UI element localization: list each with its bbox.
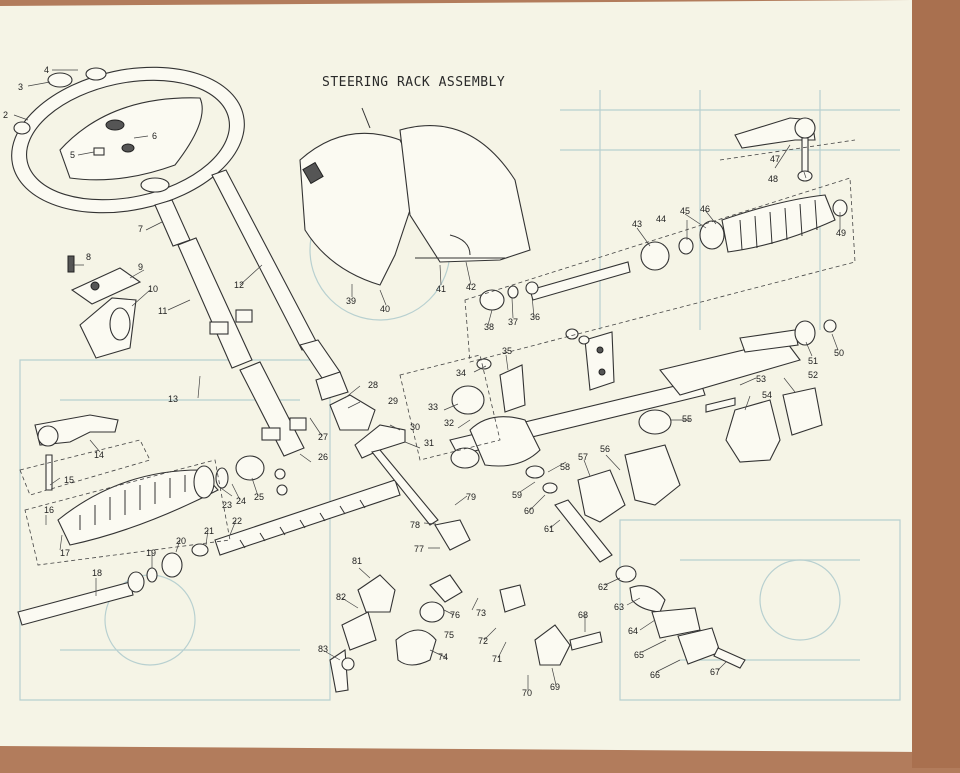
callout-72: 72 bbox=[478, 636, 488, 646]
callout-8: 8 bbox=[86, 252, 91, 262]
callout-33: 33 bbox=[428, 402, 438, 412]
callout-67: 67 bbox=[710, 667, 720, 677]
callout-49: 49 bbox=[836, 228, 846, 238]
callout-59: 59 bbox=[512, 490, 522, 500]
callout-32: 32 bbox=[444, 418, 454, 428]
callout-24: 24 bbox=[236, 496, 246, 506]
callout-leader-lines bbox=[13, 69, 841, 690]
callout-16: 16 bbox=[44, 505, 54, 515]
callout-64: 64 bbox=[628, 626, 638, 636]
rack-housing-right bbox=[449, 319, 837, 494]
callout-50: 50 bbox=[834, 348, 844, 358]
callout-45: 45 bbox=[680, 206, 690, 216]
mounting-brackets bbox=[554, 387, 823, 563]
steering-wheel bbox=[11, 66, 245, 214]
callout-3: 3 bbox=[18, 82, 23, 92]
callout-19: 19 bbox=[146, 548, 156, 558]
callout-75: 75 bbox=[444, 630, 454, 640]
callout-6: 6 bbox=[152, 131, 157, 141]
callout-22: 22 bbox=[232, 516, 242, 526]
callout-58: 58 bbox=[560, 462, 570, 472]
callout-62: 62 bbox=[598, 582, 608, 592]
column-clamps bbox=[67, 255, 142, 359]
callout-63: 63 bbox=[614, 602, 624, 612]
callout-28: 28 bbox=[368, 380, 378, 390]
callout-82: 82 bbox=[336, 592, 346, 602]
callout-53: 53 bbox=[756, 374, 766, 384]
callout-70: 70 bbox=[522, 688, 532, 698]
callout-23: 23 bbox=[222, 500, 232, 510]
callout-66: 66 bbox=[650, 670, 660, 680]
callout-39: 39 bbox=[346, 296, 356, 306]
callout-54: 54 bbox=[762, 390, 772, 400]
callout-51: 51 bbox=[808, 356, 818, 366]
callout-11: 11 bbox=[158, 306, 167, 316]
callout-34: 34 bbox=[456, 368, 466, 378]
callout-78: 78 bbox=[410, 520, 420, 530]
callout-15: 15 bbox=[64, 475, 74, 485]
callout-38: 38 bbox=[484, 322, 494, 332]
callout-2: 2 bbox=[3, 110, 8, 120]
rack-tie-rod-right bbox=[479, 117, 848, 311]
callout-14: 14 bbox=[94, 450, 104, 460]
callout-21: 21 bbox=[204, 526, 214, 536]
callout-13: 13 bbox=[168, 394, 178, 404]
callout-12: 12 bbox=[234, 280, 244, 290]
callout-40: 40 bbox=[380, 304, 390, 314]
callout-47: 47 bbox=[770, 154, 780, 164]
horn-cap-parts bbox=[13, 67, 135, 156]
callout-73: 73 bbox=[476, 608, 486, 618]
callout-77: 77 bbox=[414, 544, 424, 554]
callout-69: 69 bbox=[550, 682, 560, 692]
paper-edge-shadow bbox=[912, 0, 960, 768]
callout-17: 17 bbox=[60, 548, 70, 558]
callout-55: 55 bbox=[682, 414, 692, 424]
callout-35: 35 bbox=[502, 346, 512, 356]
callout-60: 60 bbox=[524, 506, 534, 516]
callout-9: 9 bbox=[138, 262, 143, 272]
callout-27: 27 bbox=[318, 432, 328, 442]
callout-37: 37 bbox=[508, 317, 518, 327]
callout-76: 76 bbox=[450, 610, 460, 620]
callout-46: 46 bbox=[700, 204, 710, 214]
callout-83: 83 bbox=[318, 644, 328, 654]
callout-5: 5 bbox=[70, 150, 75, 160]
callout-42: 42 bbox=[466, 282, 476, 292]
column-shrouds bbox=[299, 107, 531, 286]
callout-81: 81 bbox=[352, 556, 362, 566]
callout-74: 74 bbox=[438, 652, 448, 662]
callout-29: 29 bbox=[388, 396, 398, 406]
callout-41: 41 bbox=[436, 284, 446, 294]
callout-57: 57 bbox=[578, 452, 588, 462]
callout-65: 65 bbox=[634, 650, 644, 660]
callout-10: 10 bbox=[148, 284, 158, 294]
callout-labels: 2 3 4 5 6 7 8 9 10 11 12 13 14 15 16 17 … bbox=[3, 65, 846, 698]
callout-7: 7 bbox=[138, 224, 143, 234]
callout-44: 44 bbox=[656, 214, 666, 224]
callout-31: 31 bbox=[424, 438, 434, 448]
callout-56: 56 bbox=[600, 444, 610, 454]
callout-30: 30 bbox=[410, 422, 420, 432]
callout-25: 25 bbox=[254, 492, 264, 502]
callout-26: 26 bbox=[318, 452, 328, 462]
callout-52: 52 bbox=[808, 370, 818, 380]
callout-79: 79 bbox=[466, 492, 476, 502]
callout-20: 20 bbox=[176, 536, 186, 546]
callout-43: 43 bbox=[632, 219, 642, 229]
callout-68: 68 bbox=[578, 610, 588, 620]
callout-61: 61 bbox=[544, 524, 554, 534]
callout-48: 48 bbox=[768, 174, 778, 184]
steering-column bbox=[154, 169, 341, 457]
callout-71: 71 bbox=[492, 654, 502, 664]
callout-4: 4 bbox=[44, 65, 49, 75]
rack-tie-rod-left bbox=[17, 414, 401, 626]
diagram-title: STEERING RACK ASSEMBLY bbox=[322, 75, 505, 90]
group-outline-boxes bbox=[19, 139, 856, 566]
callout-18: 18 bbox=[92, 568, 102, 578]
pinion-small-parts bbox=[315, 371, 746, 693]
callout-36: 36 bbox=[530, 312, 540, 322]
